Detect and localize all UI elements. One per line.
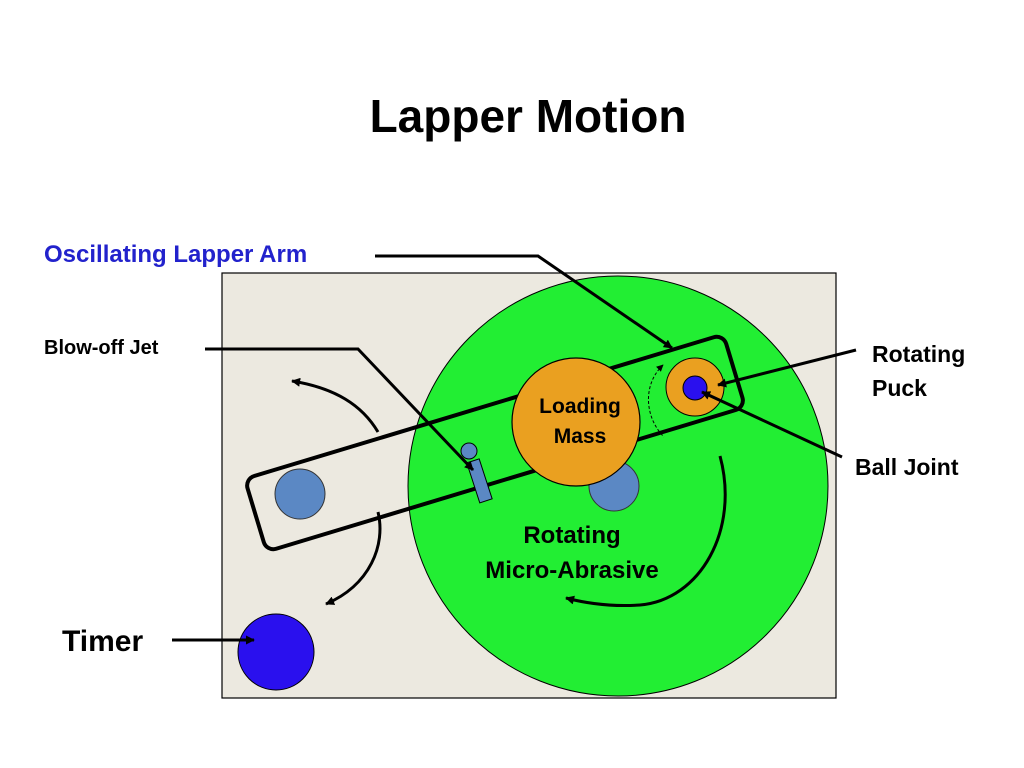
disk-rotation-arrow [565, 455, 727, 607]
arm-swing-down-arrow [325, 511, 382, 606]
lapper-arm-label: Oscillating Lapper Arm [44, 241, 307, 268]
ball-joint-leader [701, 390, 843, 459]
rotating-puck-label-line1: Rotating [872, 341, 965, 367]
arm-swing-up-arrow [291, 377, 380, 433]
loading-mass-label-line1: Loading [539, 395, 621, 418]
page-title: Lapper Motion [370, 90, 687, 142]
puck-rotation-arrow [648, 364, 665, 438]
lapper-arm [245, 334, 745, 552]
rotating-puck-label-line2: Puck [872, 375, 927, 401]
timer-dial [237, 613, 315, 691]
blow-off-jet-leader [205, 347, 475, 472]
rotating-puck-leader [717, 348, 857, 388]
arm-pivot-hole [274, 468, 326, 520]
lapper-arm-leader [375, 254, 673, 350]
abrasive-label-line2: Micro-Abrasive [485, 557, 658, 584]
ball-joint-label: Ball Joint [855, 454, 959, 480]
loading-mass-label-line2: Mass [554, 425, 607, 448]
timer-label: Timer [62, 625, 143, 658]
ball-joint [682, 375, 708, 401]
loading-mass [511, 357, 641, 487]
abrasive-label-line1: Rotating [523, 522, 620, 549]
blow-off-jet-label: Blow-off Jet [44, 337, 159, 359]
